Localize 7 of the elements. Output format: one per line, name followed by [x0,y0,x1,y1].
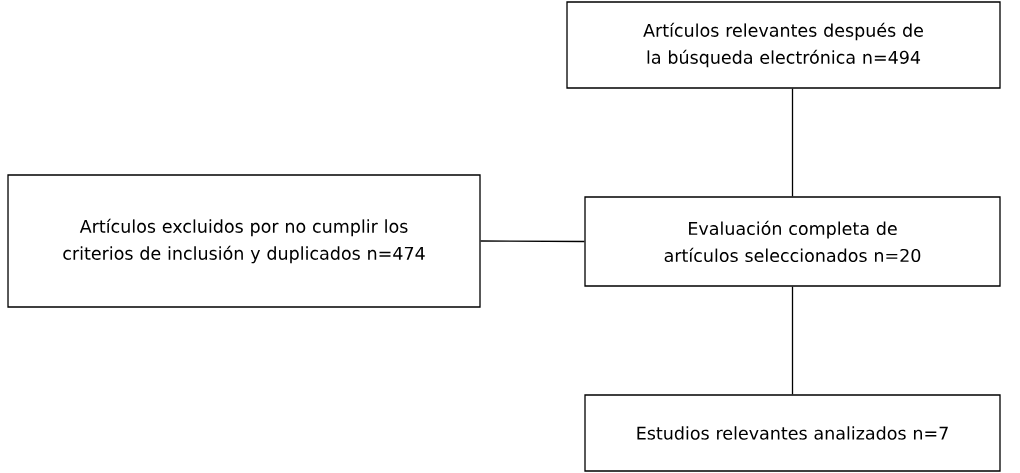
process-box: Estudios relevantes analizados n=7 [584,394,1001,472]
connector-line [791,286,794,395]
process-box: Artículos relevantes después de la búsqueda electrónica n=494 [566,1,1001,89]
process-box: Artículos excluidos por no cumplir los criterios de inclusión y duplicados n=474 [7,174,481,308]
connector-line [480,240,585,243]
connector-line [791,88,794,197]
process-box: Evaluación completa de artículos seleccionados n=20 [584,196,1001,287]
